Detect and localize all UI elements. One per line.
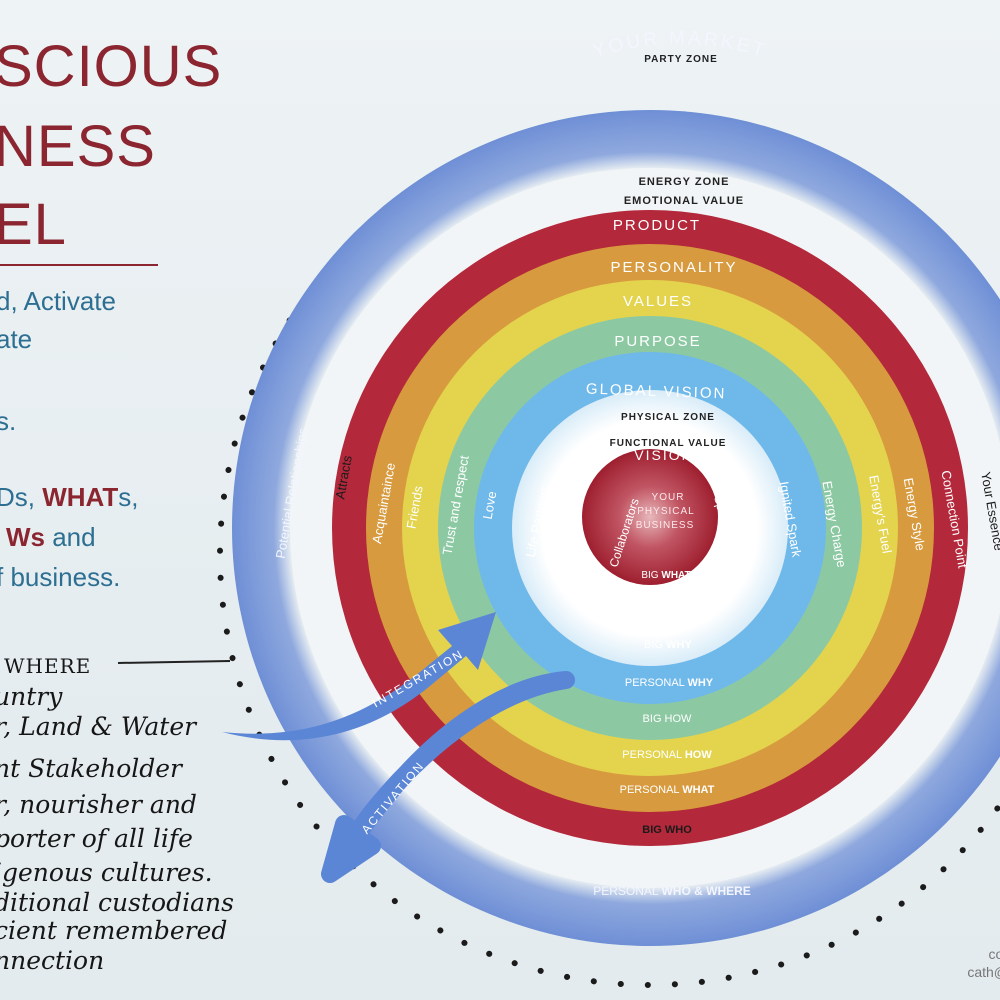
subtitle-line-2: ate xyxy=(0,324,33,354)
handwriting-line-8: ditional custodians xyxy=(0,888,234,917)
big-why-label: BIG WHY xyxy=(644,639,692,651)
subtitle-line-3: s. xyxy=(0,406,17,436)
subtitle-what-bold: WHAT xyxy=(42,482,119,512)
handwriting-line-6: porter of all life xyxy=(0,824,193,853)
title-rule xyxy=(0,264,158,266)
product-label: PRODUCT xyxy=(613,217,701,234)
activation-arrow xyxy=(321,671,575,883)
center-circle xyxy=(582,449,718,585)
handwriting-line-7: igenous cultures. xyxy=(0,858,213,887)
functional-value-label: FUNCTIONAL VALUE xyxy=(610,438,727,449)
party-zone-label: PARTY ZONE xyxy=(644,54,718,65)
subtitle-line-4: Ds, WHATs, xyxy=(0,484,139,510)
big-why-a: BIG xyxy=(644,639,666,651)
personal-who-where-label: PERSONAL WHO & WHERE xyxy=(593,884,751,898)
center-big-what-label: BIG WHAT xyxy=(641,570,690,581)
personal-why-label: PERSONAL WHY xyxy=(625,677,714,689)
center-vision-label: VISION xyxy=(634,447,693,463)
handwriting-line-5: r, nourisher and xyxy=(0,790,197,819)
personal-what-b: WHAT xyxy=(682,784,714,796)
handwriting-line-1: WHERE xyxy=(4,654,92,678)
handwriting-line-2: untry xyxy=(0,682,63,711)
subtitle-ds: Ds, xyxy=(0,482,43,512)
energy-zone-label: ENERGY ZONE xyxy=(639,176,730,188)
personal-who-where-a: PERSONAL xyxy=(593,884,661,898)
emotional-value-label: EMOTIONAL VALUE xyxy=(624,195,744,207)
center-big-label: BIG xyxy=(641,570,661,581)
subtitle-line-1: d, Activate xyxy=(0,286,116,316)
center-line-2: PHYSICAL xyxy=(637,506,694,517)
friends-label: Friends xyxy=(403,484,425,530)
big-who-label: BIG WHO xyxy=(642,824,692,836)
subtitle-s: s, xyxy=(118,482,139,512)
party-zone-dotted-boundary xyxy=(217,122,1000,988)
personal-how-label: PERSONAL HOW xyxy=(622,749,712,761)
personal-why-a: PERSONAL xyxy=(625,677,688,689)
physical-zone-label: PHYSICAL ZONE xyxy=(621,412,715,423)
integration-arrow xyxy=(222,612,496,741)
personal-why-b: WHY xyxy=(687,677,713,689)
values-label: VALUES xyxy=(623,293,693,310)
corner-text-line-2: cath@ xyxy=(967,964,1000,980)
personal-what-a: PERSONAL xyxy=(620,784,683,796)
personal-how-b: HOW xyxy=(685,749,713,761)
center-line-3: BUSINESS xyxy=(636,520,695,531)
personal-how-a: PERSONAL xyxy=(622,749,685,761)
love-label: Love xyxy=(480,490,500,520)
handwriting-line-4: nt Stakeholder xyxy=(0,754,183,783)
subtitle-ws-bold: Ws xyxy=(6,522,45,552)
subtitle-line-5: Ws and xyxy=(6,524,96,550)
title-line-2: NESS xyxy=(0,114,156,179)
big-how-label: BIG HOW xyxy=(643,713,693,725)
personality-label: PERSONALITY xyxy=(610,259,737,276)
handwriting-line-10: nnection xyxy=(0,946,105,975)
purpose-label: PURPOSE xyxy=(614,333,701,350)
personal-who-where-b: WHO & WHERE xyxy=(661,884,750,898)
personal-what-label: PERSONAL WHAT xyxy=(620,784,715,796)
handwriting-line-9: cient remembered xyxy=(0,916,228,945)
title-line-1: SCIOUS xyxy=(0,34,223,99)
big-why-b: WHY xyxy=(666,639,692,651)
subtitle-line-6: f business. xyxy=(0,562,121,592)
subtitle-and: and xyxy=(45,522,96,552)
handwriting-line-3: r, Land & Water xyxy=(0,712,197,741)
corner-text-line-1: cor xyxy=(988,946,1000,962)
global-vision-label: GLOBAL VISION xyxy=(586,381,727,403)
center-line-1: YOUR xyxy=(652,492,685,503)
title-line-3: EL xyxy=(0,192,67,257)
center-what-label: WHAT xyxy=(661,570,690,581)
